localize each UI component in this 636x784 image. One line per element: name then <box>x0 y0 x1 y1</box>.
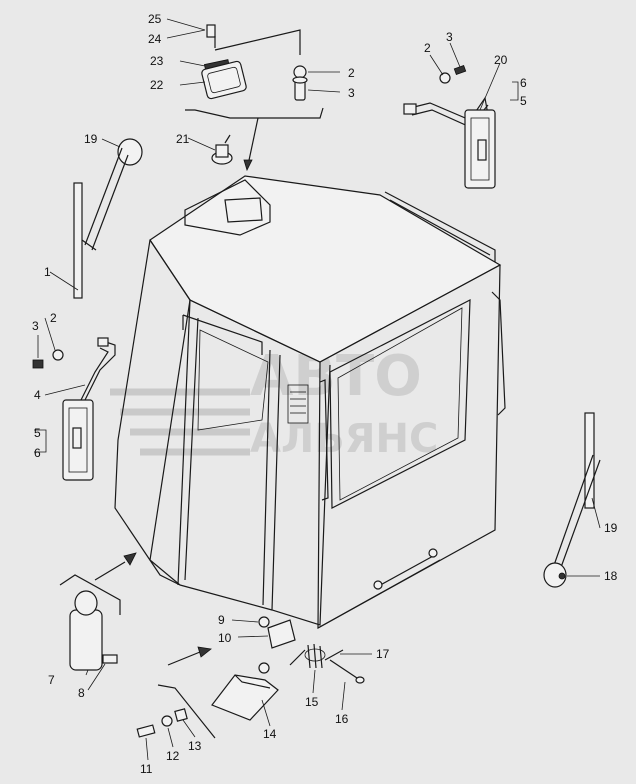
callout-10: 10 <box>218 631 232 645</box>
watermark-line2: АЛЬЯНС <box>250 416 438 462</box>
callout-19-left: 19 <box>84 132 98 146</box>
callout-6-right: 6 <box>520 76 527 90</box>
callout-2-right: 2 <box>424 41 431 55</box>
bolt-16 <box>329 659 365 684</box>
cab-floor-edge <box>179 559 441 629</box>
callout-22: 22 <box>150 78 164 92</box>
extinguisher <box>59 552 137 671</box>
callout-12: 12 <box>166 749 180 763</box>
callout-6-left: 6 <box>34 446 41 460</box>
handrail-right <box>319 291 506 501</box>
mirror-left <box>32 337 116 481</box>
roof-light-assembly <box>185 24 324 172</box>
spring-15 <box>289 643 344 669</box>
handrail-front <box>182 314 263 355</box>
cab-right-window <box>329 298 471 509</box>
callout-18: 18 <box>604 569 618 583</box>
foot-pedal <box>157 646 279 739</box>
callout-2-left: 2 <box>50 311 57 325</box>
callout-8: 8 <box>78 686 85 700</box>
callout-labels: 25 24 23 22 2 3 21 19 1 2 3 20 6 5 3 2 4… <box>32 12 618 776</box>
callout-3-top: 3 <box>348 86 355 100</box>
callout-7: 7 <box>48 673 55 687</box>
callout-20: 20 <box>494 53 508 67</box>
cab-left-wall <box>114 239 181 586</box>
door-hinge <box>258 616 296 649</box>
callout-21: 21 <box>176 132 190 146</box>
callout-5-right: 5 <box>520 94 527 108</box>
cab-front-post-left <box>177 299 191 586</box>
beacon-21 <box>211 134 233 165</box>
cab-door-frame <box>271 354 331 626</box>
wiper-left <box>73 138 143 299</box>
callout-1: 1 <box>44 265 51 279</box>
cab-body <box>114 175 506 630</box>
callout-24: 24 <box>148 32 162 46</box>
wiper-right <box>543 412 601 588</box>
handrail-top <box>384 191 496 262</box>
callout-11: 11 <box>140 762 153 776</box>
callout-17: 17 <box>376 647 390 661</box>
callout-9: 9 <box>218 613 225 627</box>
callout-2-top: 2 <box>348 66 355 80</box>
callout-3-right: 3 <box>446 30 453 44</box>
callout-13: 13 <box>188 739 202 753</box>
leader-lines <box>34 18 601 761</box>
callout-5-left: 5 <box>34 426 41 440</box>
door-grille <box>287 384 309 424</box>
step-bar <box>373 548 438 590</box>
callout-19-right: 19 <box>604 521 618 535</box>
bolt-set-11-13 <box>136 708 188 738</box>
roof-vent <box>184 179 271 236</box>
cab-roof <box>149 175 502 363</box>
callout-14: 14 <box>263 727 277 741</box>
mirror-right <box>403 64 496 189</box>
callout-3-left: 3 <box>32 319 39 333</box>
watermark-logo <box>110 388 250 456</box>
cab-front-window <box>184 317 271 606</box>
callout-16: 16 <box>335 712 349 726</box>
callout-23: 23 <box>150 54 164 68</box>
callout-15: 15 <box>305 695 319 709</box>
callout-4: 4 <box>34 388 41 402</box>
callout-25: 25 <box>148 12 162 26</box>
watermark: АВТО АЛЬЯНС <box>110 344 438 462</box>
